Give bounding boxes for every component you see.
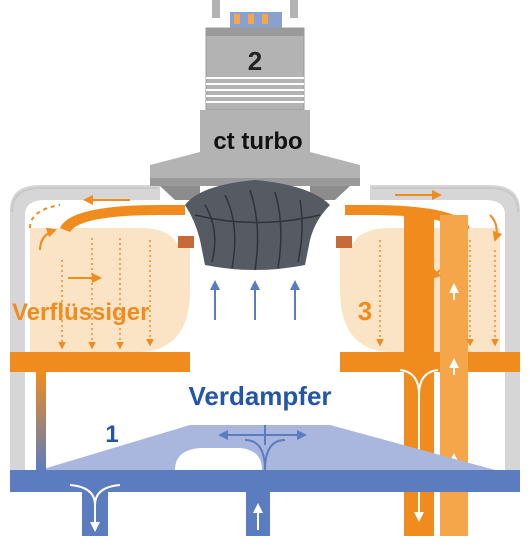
evaporator-vessel — [10, 372, 520, 536]
condenser-vessel — [10, 195, 194, 372]
condenser-label: Verflüssiger — [12, 299, 149, 326]
turbo-label: ct turbo — [213, 128, 302, 155]
evaporator-number-label: 1 — [105, 421, 118, 448]
evaporator-label: Verdampfer — [188, 381, 331, 411]
compressor-number-label: 2 — [248, 46, 262, 76]
housing-shell — [10, 185, 520, 470]
impeller — [185, 180, 330, 271]
compressor-motor — [150, 0, 360, 200]
suction-arrows — [210, 280, 300, 320]
condenser-number-label: 3 — [358, 296, 372, 326]
